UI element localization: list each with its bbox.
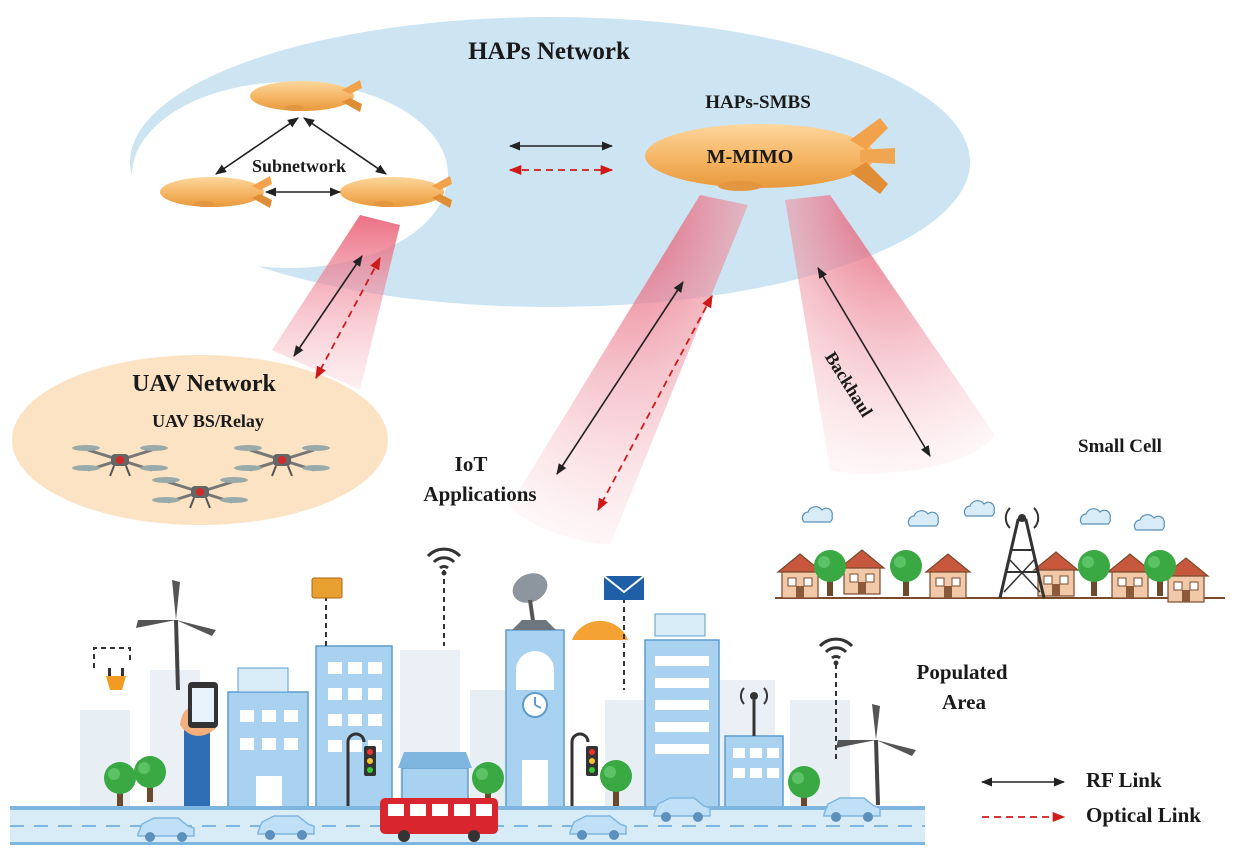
city-scene bbox=[10, 547, 925, 845]
bus-icon bbox=[380, 798, 498, 842]
wind-turbine-icon bbox=[136, 580, 216, 691]
populated-area-line2: Area bbox=[942, 690, 986, 714]
haps-smbs-blimp-icon bbox=[645, 118, 895, 194]
legend-optical-label: Optical Link bbox=[1086, 803, 1201, 827]
wind-turbine-icon bbox=[836, 704, 916, 806]
subnetwork-label: Subnetwork bbox=[251, 156, 347, 176]
uav-optical-link bbox=[315, 256, 381, 380]
building-icon bbox=[315, 645, 393, 811]
subnet-link-top-left bbox=[215, 117, 299, 175]
legend-rf-label: RF Link bbox=[1086, 768, 1162, 792]
subnet-link-top-right bbox=[303, 117, 387, 175]
small-cell-village bbox=[775, 500, 1225, 603]
backhaul-rf-link bbox=[817, 267, 931, 457]
mail-icon bbox=[603, 575, 645, 600]
mimo-label: M-MIMO bbox=[706, 146, 794, 168]
iot-label-line1: IoT bbox=[454, 452, 488, 476]
card-icon bbox=[311, 577, 343, 599]
building-icon bbox=[644, 613, 720, 811]
iot-optical-link bbox=[597, 294, 713, 512]
antenna-icon bbox=[740, 687, 768, 736]
legend bbox=[980, 777, 1066, 823]
wifi-icon bbox=[426, 547, 462, 577]
haps-smbs-label: HAPs-SMBS bbox=[705, 92, 811, 113]
traffic-light-icon bbox=[346, 732, 376, 810]
traffic-light-icon bbox=[570, 732, 598, 810]
satellite-dish-icon bbox=[512, 573, 556, 630]
clock-tower-icon bbox=[505, 629, 565, 811]
cell-tower-icon bbox=[998, 507, 1046, 599]
haps-network-title: HAPs Network bbox=[468, 38, 630, 65]
plug-icon bbox=[106, 668, 126, 690]
building-icon bbox=[724, 735, 784, 811]
uav-subtitle: UAV BS/Relay bbox=[152, 411, 264, 431]
smartphone-icon bbox=[180, 682, 218, 810]
small-cell-label: Small Cell bbox=[1078, 436, 1162, 457]
building-icon bbox=[227, 667, 309, 811]
iot-label-line2: Applications bbox=[423, 482, 537, 506]
uav-network-title: UAV Network bbox=[132, 371, 276, 397]
wifi-icon bbox=[818, 637, 854, 667]
uav-network-cloud bbox=[12, 355, 388, 525]
populated-area-line1: Populated bbox=[916, 660, 1008, 684]
